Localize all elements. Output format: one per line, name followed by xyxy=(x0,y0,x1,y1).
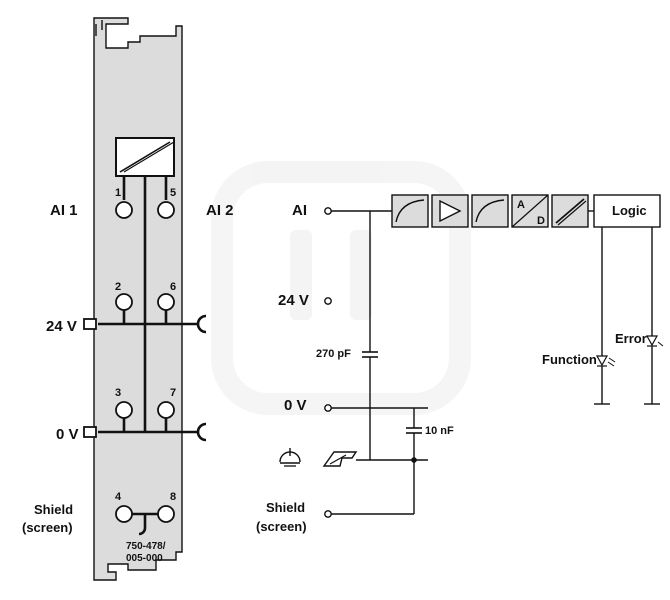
input-0v-label: 0 V xyxy=(284,397,307,414)
pin-number: 4 xyxy=(115,491,122,503)
pin-number: 6 xyxy=(170,281,176,293)
terminal-4 xyxy=(115,505,133,523)
label-screen: (screen) xyxy=(22,520,73,535)
signal-chain: A D Logic xyxy=(391,194,661,228)
contact-24v-icon xyxy=(83,318,97,330)
contact-0v-icon xyxy=(83,426,97,438)
jumper-0v-icon xyxy=(196,422,207,442)
shield-jumper xyxy=(138,514,147,536)
pin-number: 2 xyxy=(115,281,121,293)
label-24v: 24 V xyxy=(46,318,77,335)
pin-number: 7 xyxy=(170,387,176,399)
label-ai1: AI 1 xyxy=(50,202,78,219)
logic-label: Logic xyxy=(612,203,647,218)
part-number-line2: 005-000 xyxy=(126,553,163,564)
input-24v-label: 24 V xyxy=(278,292,309,309)
label-0v: 0 V xyxy=(56,426,79,443)
label-ai2: AI 2 xyxy=(206,202,234,219)
din-rail-icon xyxy=(322,451,358,467)
capacitor-270pf-icon xyxy=(362,351,378,358)
function-led-icon xyxy=(595,355,616,367)
terminal-7 xyxy=(157,401,175,419)
adc-label-d: D xyxy=(537,215,545,227)
watermark-logo xyxy=(211,161,471,415)
amplifier-icon xyxy=(439,199,462,223)
part-number-line1: 750-478/ xyxy=(126,541,166,552)
logic-block xyxy=(593,194,661,228)
terminal-5 xyxy=(157,201,175,219)
adc-label-a: A xyxy=(517,199,525,211)
schematic-terminal-shield xyxy=(324,510,332,518)
function-led-label: Function xyxy=(542,352,597,367)
pin-number: 3 xyxy=(115,387,121,399)
error-led-icon xyxy=(645,335,664,347)
filter-curve-icon xyxy=(395,199,425,223)
terminal-2 xyxy=(115,293,133,311)
schematic-terminal-24v xyxy=(324,297,332,305)
terminal-3 xyxy=(115,401,133,419)
terminal-8 xyxy=(157,505,175,523)
capacitor-270pf-label: 270 pF xyxy=(316,348,351,360)
schematic-terminal-ai xyxy=(324,207,332,215)
pin-number: 5 xyxy=(170,187,176,199)
junction-dot xyxy=(411,457,417,463)
input-ai-label: AI xyxy=(292,202,307,219)
pin-number: 1 xyxy=(115,187,121,199)
error-led-label: Error xyxy=(615,331,647,346)
isolation-converter-icon xyxy=(115,137,175,177)
input-screen-label: (screen) xyxy=(256,519,307,534)
terminal-1 xyxy=(115,201,133,219)
jumper-24v-icon xyxy=(196,314,207,334)
label-shield: Shield xyxy=(34,502,73,517)
pin-number: 8 xyxy=(170,491,176,503)
capacitor-10nf-icon xyxy=(406,427,422,434)
terminal-6 xyxy=(157,293,175,311)
input-shield-label: Shield xyxy=(266,500,305,515)
filter-curve-icon xyxy=(475,199,505,223)
earth-ground-icon xyxy=(279,448,301,467)
capacitor-10nf-label: 10 nF xyxy=(425,425,454,437)
schematic-terminal-0v xyxy=(324,404,332,412)
